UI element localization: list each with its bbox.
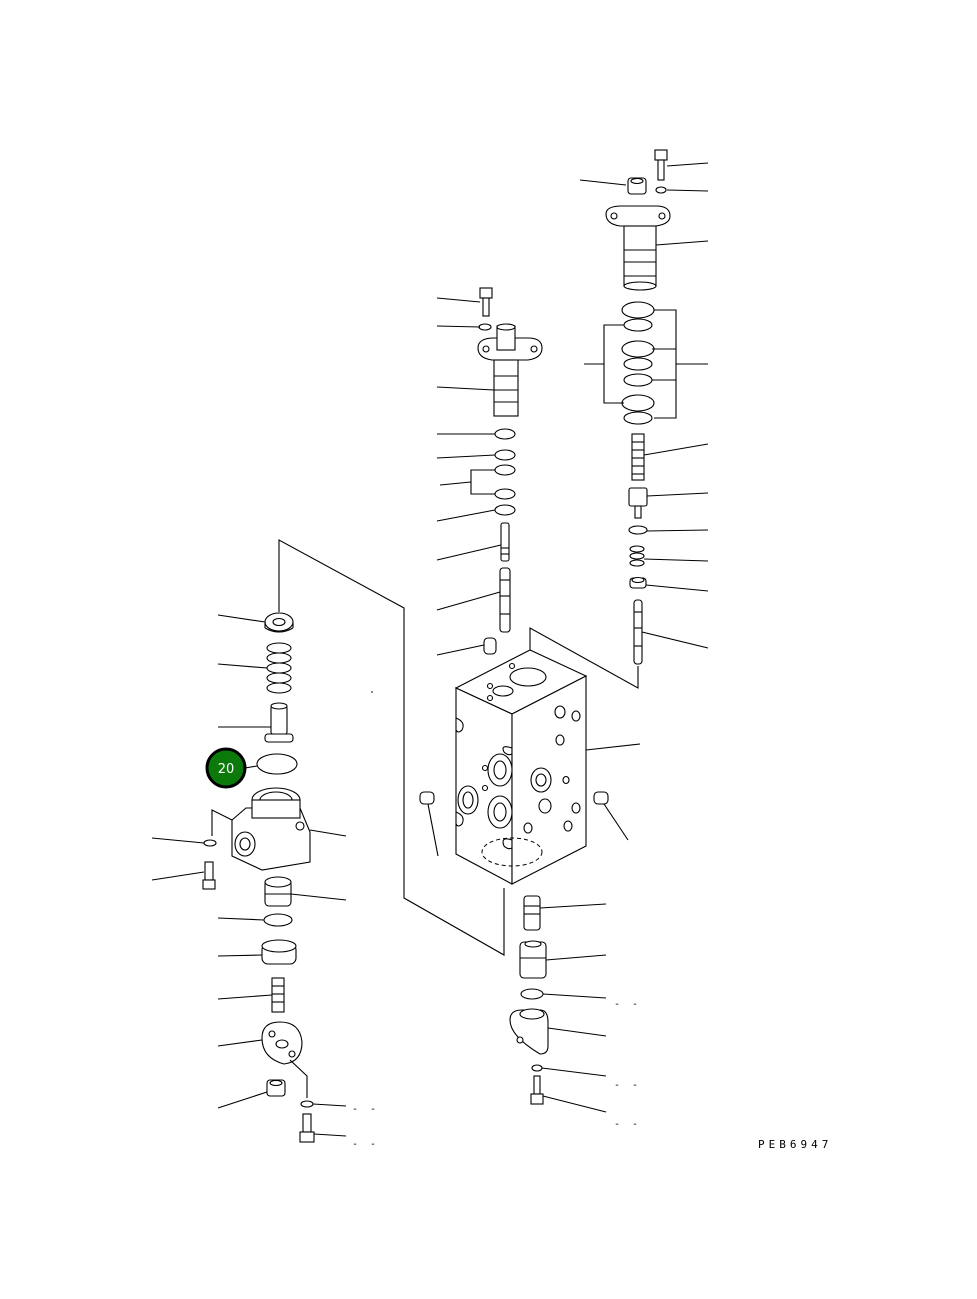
center-o-ring-3 — [494, 464, 516, 476]
small-mark: - - — [352, 1139, 379, 1150]
stray-dot — [371, 691, 373, 693]
center-o-ring-5 — [494, 504, 516, 516]
small-mark: - - — [352, 1104, 379, 1115]
bolt-part — [654, 149, 668, 181]
plunger-part — [628, 487, 648, 519]
side-plug-left — [419, 791, 439, 857]
small-mark: - - — [614, 999, 641, 1010]
bottom-cover-part — [509, 1008, 549, 1055]
seat-part — [629, 576, 647, 589]
callout-20[interactable]: 20 — [205, 747, 258, 789]
left-washer-2 — [300, 1100, 314, 1108]
center-o-ring-2 — [494, 449, 516, 461]
left-washer — [203, 839, 217, 847]
washer-part — [655, 186, 667, 194]
center-flange-cylinder-part — [477, 323, 543, 417]
bottom-sleeve-part — [519, 940, 547, 979]
center-spool-part — [499, 567, 511, 633]
left-bolt-2-part — [299, 1113, 315, 1143]
valve-body-block — [454, 649, 641, 885]
left-spring-part — [266, 642, 292, 694]
center-plug-part — [483, 637, 497, 655]
left-piston-part — [261, 939, 297, 965]
left-flange-part — [261, 1021, 303, 1065]
right-valve-stack — [529, 149, 709, 689]
left-o-ring-2 — [263, 913, 293, 927]
left-short-spring-part — [271, 977, 285, 1013]
seal-ring-group — [621, 301, 655, 425]
left-o-ring — [256, 753, 298, 775]
left-retainer-part — [264, 612, 294, 633]
bottom-washer — [531, 1064, 543, 1072]
o-ring-part — [628, 525, 648, 535]
small-spring-part — [629, 545, 645, 567]
drawing-code: PEB6947 — [758, 1138, 832, 1151]
center-o-ring-4 — [494, 488, 516, 500]
bottom-center-stack — [278, 539, 607, 1113]
spring-part — [631, 433, 645, 481]
nut-part — [627, 177, 647, 195]
side-plug-right — [593, 791, 629, 841]
bottom-bolt-part — [530, 1075, 544, 1105]
center-o-ring-1 — [494, 428, 516, 440]
center-bolt-part — [479, 287, 493, 317]
left-nut-part — [266, 1079, 286, 1097]
flange-cylinder-part — [605, 205, 671, 291]
center-washer-part — [478, 323, 492, 331]
spool-part — [633, 599, 643, 665]
left-plunger-part — [264, 702, 294, 743]
center-valve-stack — [436, 287, 543, 656]
center-pin-part — [500, 522, 510, 562]
left-valve-stack — [151, 612, 347, 1143]
small-mark: - - — [614, 1080, 641, 1091]
left-bolt-part — [202, 861, 216, 890]
bottom-o-ring — [520, 988, 544, 1000]
left-housing-part — [231, 787, 311, 871]
callout-number[interactable]: 20 — [218, 762, 235, 777]
bottom-plug-part — [523, 895, 541, 931]
left-sleeve-part — [264, 876, 292, 907]
small-mark: - - — [614, 1119, 641, 1130]
